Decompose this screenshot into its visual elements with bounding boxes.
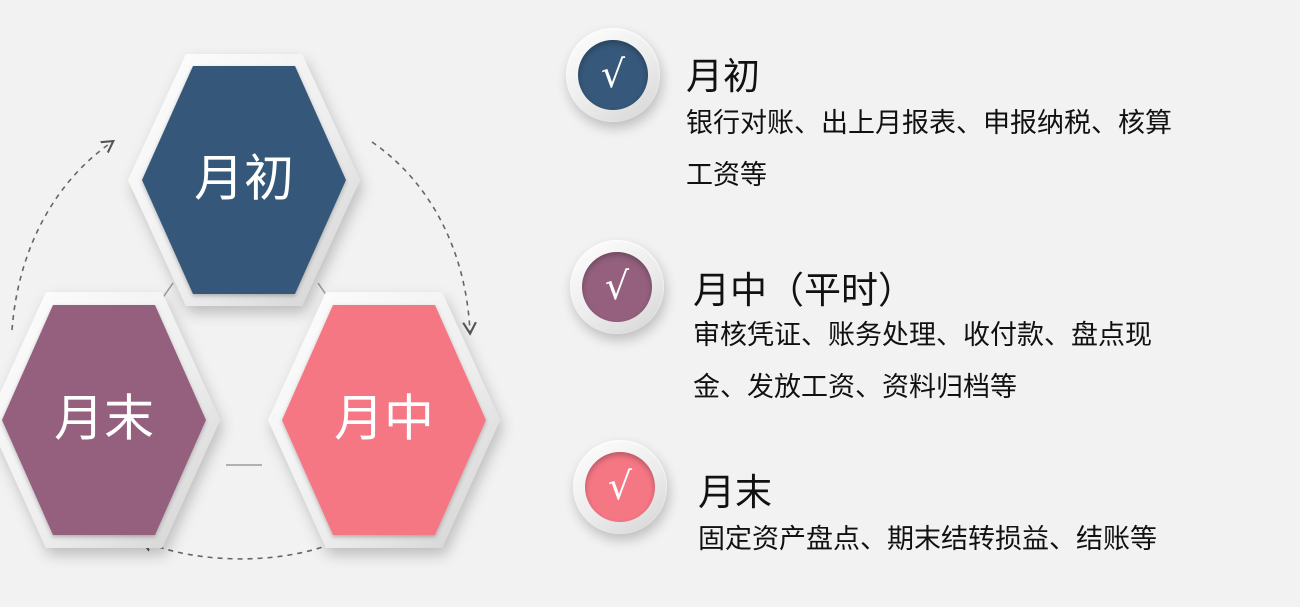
hexagon-month-end: 月末 [0,292,220,548]
check-icon: √ [582,252,652,322]
item-title: 月末 [698,471,772,514]
item-title: 月初 [686,55,760,98]
cycle-arrow-start-to-mid [371,141,470,332]
check-badge: √ [573,440,667,534]
hexagon-label: 月末 [54,390,154,448]
check-badge: √ [570,240,664,334]
check-icon: √ [585,452,655,522]
hexagon-label: 月初 [194,150,294,208]
monthly-cycle-diagram: 月初 月末 月中 [0,54,500,560]
hexagon-month-mid: 月中 [268,292,500,548]
item-description: 固定资产盘点、期末结转损益、结账等 [698,524,1157,555]
cycle-arrow-end-to-start [11,142,112,331]
item-description: 审核凭证、账务处理、收付款、盘点现金、发放工资、资料归档等 [693,320,1152,403]
hexagon-month-start: 月初 [128,54,360,306]
check-badge: √ [566,28,660,122]
check-icon: √ [578,40,648,110]
hexagon-label: 月中 [334,390,434,448]
item-description: 银行对账、出上月报表、申报纳税、核算工资等 [686,108,1172,191]
item-title: 月中（平时） [693,269,915,312]
cycle-arrow-mid-to-end [143,540,341,560]
